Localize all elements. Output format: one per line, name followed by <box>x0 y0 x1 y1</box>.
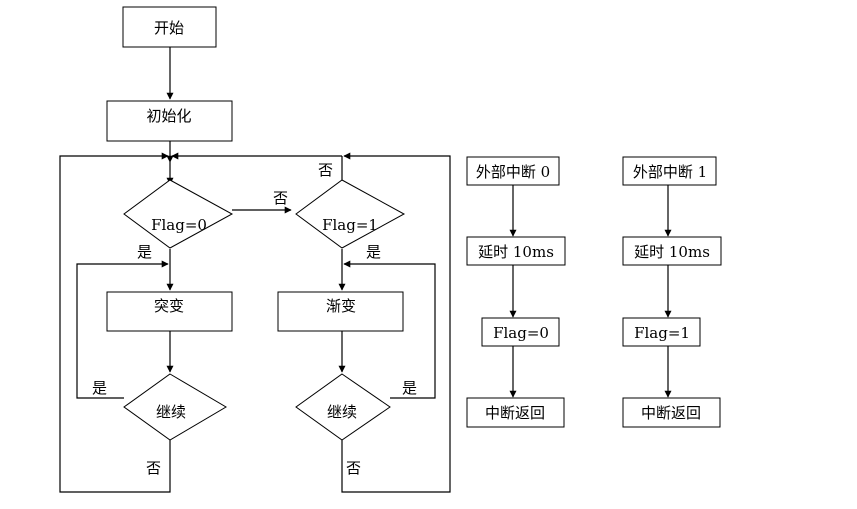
int0-delay-box <box>466 236 566 266</box>
label-continue-left-no: 否 <box>146 459 161 477</box>
int0-return-box <box>466 397 565 428</box>
label-continue-left-yes: 是 <box>92 379 107 397</box>
int1-delay: 延时 10ms <box>634 243 710 261</box>
int1-flag: Flag=1 <box>634 324 690 342</box>
arrow-continue-left-yes <box>76 260 169 399</box>
label-flag1-no: 否 <box>318 161 333 179</box>
node-sudden: 突变 <box>106 291 233 332</box>
arrow-continue-left-no <box>59 152 171 493</box>
int0-title-box <box>466 156 560 186</box>
int0-flag-box <box>481 317 560 347</box>
decision-continue-right: 继续 <box>295 373 391 441</box>
int1-title-box <box>622 156 717 186</box>
decision-continue-left: 继续 <box>123 373 227 441</box>
start-label: 开始 <box>154 19 184 37</box>
arrow-continue-right-yes <box>343 260 436 399</box>
decision-flag1: Flag=1 <box>295 179 406 249</box>
int1-delay-box <box>622 236 722 266</box>
int1-return: 中断返回 <box>641 404 701 422</box>
continue-left-label: 继续 <box>156 403 186 421</box>
main-connectors <box>59 47 451 493</box>
int1-flag-box <box>622 317 701 347</box>
continue-right-label: 继续 <box>327 403 357 421</box>
gradual-label: 渐变 <box>326 297 356 315</box>
int0-return: 中断返回 <box>485 404 545 422</box>
label-continue-right-yes: 是 <box>402 379 417 397</box>
interrupt0-flow: 外部中断 0 延时 10ms Flag=0 中断返回 <box>466 156 566 428</box>
label-flag0-no: 否 <box>273 189 288 207</box>
label-continue-right-no: 否 <box>346 459 361 477</box>
node-init: 初始化 <box>106 100 233 142</box>
label-flag1-yes: 是 <box>366 243 381 261</box>
label-flag0-yes: 是 <box>137 243 152 261</box>
flag1-label: Flag=1 <box>322 216 378 234</box>
interrupt1-flow: 外部中断 1 延时 10ms Flag=1 中断返回 <box>622 156 722 428</box>
int1-return-box <box>622 397 721 428</box>
arrow-continue-right-no <box>341 152 451 493</box>
sudden-label: 突变 <box>154 297 184 315</box>
node-gradual: 渐变 <box>277 291 404 332</box>
node-start: 开始 <box>122 6 217 48</box>
int0-flag: Flag=0 <box>493 324 549 342</box>
flag0-label: Flag=0 <box>151 216 207 234</box>
branch-labels: 是 否 否 是 是 是 否 否 <box>92 161 417 477</box>
int1-title: 外部中断 1 <box>633 163 707 181</box>
int0-title: 外部中断 0 <box>476 163 550 181</box>
init-label: 初始化 <box>146 107 191 125</box>
decision-flag0: Flag=0 <box>123 179 234 249</box>
int0-delay: 延时 10ms <box>478 243 554 261</box>
